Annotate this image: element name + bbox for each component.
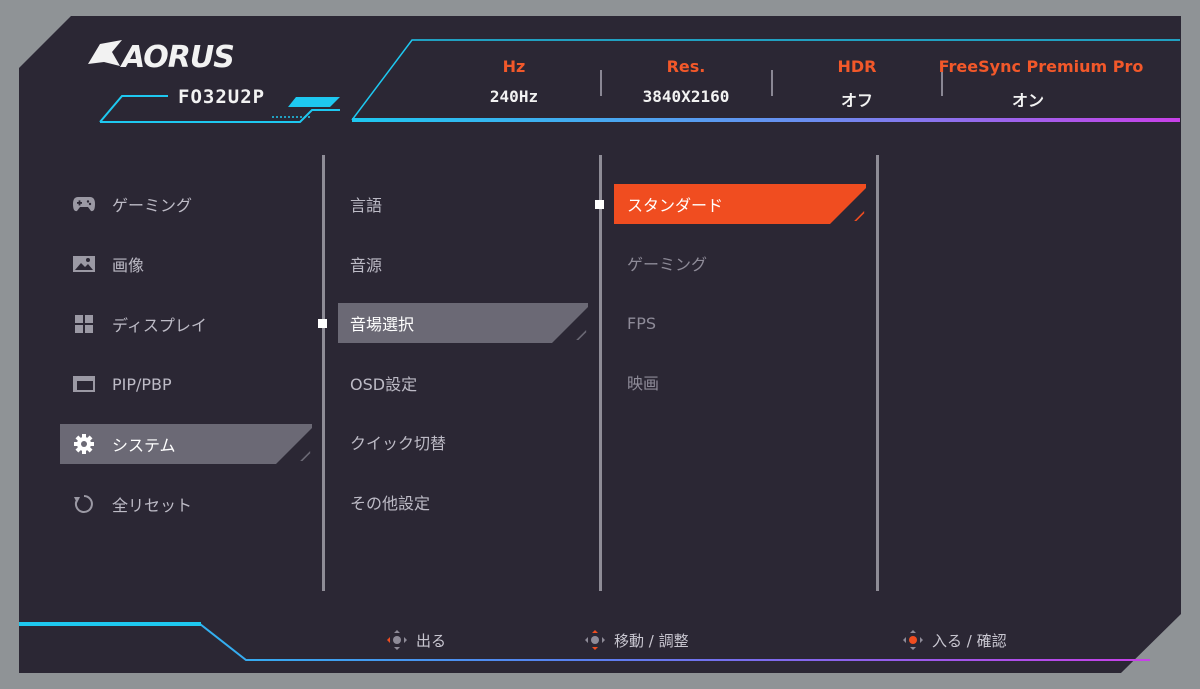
footer-enter-label: 入る / 確認 [932,631,1007,650]
stat-divider [771,70,773,96]
footer-move-label: 移動 / 調整 [614,631,689,650]
joystick-updown-icon [585,630,605,650]
category-label: PIP/PBP [112,374,172,394]
system-item-label: 言語 [350,196,383,215]
selection-corner-mark [576,330,587,340]
gamepad-icon [72,193,96,215]
sound-mode-movie[interactable]: 映画 [614,362,866,402]
category-pip-pbp[interactable]: PIP/PBP [60,364,312,404]
column-divider [876,155,879,591]
joystick-press-icon [903,630,923,650]
system-item-sound-mode[interactable]: 音場選択 [338,303,588,343]
system-item-language[interactable]: 言語 [338,184,588,224]
category-label: システム [112,436,176,455]
sound-mode-label: FPS [627,313,657,333]
hdr-label: HDR [837,57,877,76]
footer-enter-hint: 入る / 確認 [902,629,1007,651]
category-label: 全リセット [112,496,193,515]
picture-icon [72,253,96,275]
model-name: FO32U2P [178,86,266,108]
category-label: ディスプレイ [112,316,207,335]
column-divider [322,155,325,591]
footer-move-hint: 移動 / 調整 [584,629,689,651]
system-item-osd-settings[interactable]: OSD設定 [338,363,588,403]
stat-divider [941,70,943,96]
system-item-label: クイック切替 [350,434,447,453]
selection-corner-mark [854,211,865,221]
column-divider [599,155,602,591]
reset-icon [72,493,96,515]
sound-mode-fps[interactable]: FPS [614,303,866,343]
sound-mode-label: スタンダード [627,196,724,215]
system-item-quick-switch[interactable]: クイック切替 [338,422,588,462]
sound-mode-standard[interactable]: スタンダード [614,184,866,224]
footer-exit-label: 出る [416,631,447,650]
refresh-rate-value: 240Hz [489,87,539,106]
hdr-value: オフ [840,91,874,110]
resolution-label: Res. [666,57,706,76]
resolution-value: 3840X2160 [642,87,730,106]
current-value-marker [595,200,604,209]
display-grid-icon [72,313,96,335]
category-picture[interactable]: 画像 [60,244,312,284]
system-item-label: OSD設定 [350,375,418,394]
system-item-audio-source[interactable]: 音源 [338,244,588,284]
stat-divider [600,70,602,96]
category-label: ゲーミング [112,196,193,215]
category-system[interactable]: システム [60,424,312,464]
sound-mode-gaming[interactable]: ゲーミング [614,243,866,283]
joystick-left-icon [387,630,407,650]
sound-mode-label: 映画 [627,374,660,393]
gear-icon [72,433,96,455]
active-path-marker [318,319,327,328]
freesync-label: FreeSync Premium Pro [938,57,1144,76]
category-reset[interactable]: 全リセット [60,484,312,524]
category-display[interactable]: ディスプレイ [60,304,312,344]
refresh-rate-label: Hz [502,57,526,76]
selection-corner-mark [300,451,311,461]
category-gaming[interactable]: ゲーミング [60,184,312,224]
freesync-value: オン [1011,91,1045,110]
category-label: 画像 [112,256,145,275]
system-item-label: 音源 [350,256,383,275]
system-item-label: その他設定 [350,494,431,513]
footer-exit-hint: 出る [386,629,446,651]
system-item-label: 音場選択 [350,315,415,334]
pip-icon [72,373,96,395]
brand-logo: AORUS [122,40,235,75]
sound-mode-label: ゲーミング [627,255,708,274]
system-item-other-settings[interactable]: その他設定 [338,482,588,522]
